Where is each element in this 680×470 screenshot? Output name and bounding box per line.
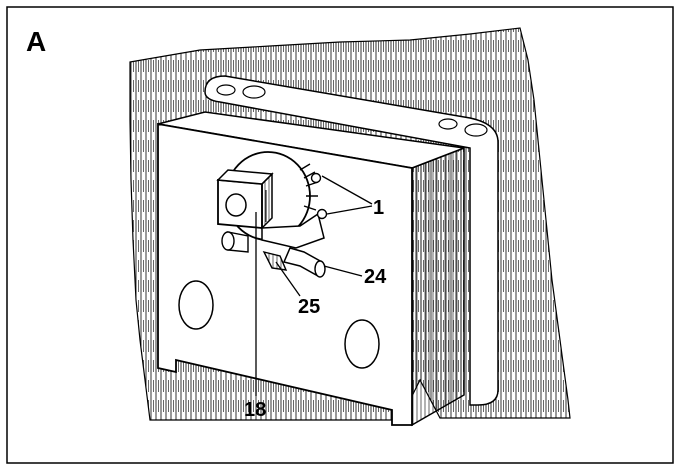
leader-1-lower [326, 205, 373, 215]
hose-end [314, 260, 326, 278]
rail-hole-4 [464, 123, 488, 137]
leader-25 [275, 261, 301, 297]
fan-fins [299, 163, 319, 211]
panel-label: A [26, 26, 47, 57]
screw-upper [310, 172, 322, 184]
callout-1: 1 [373, 197, 385, 219]
leader-1-upper [321, 175, 373, 205]
pipe-stub-end [221, 231, 235, 251]
callout-24: 24 [364, 266, 387, 288]
boiler-side [411, 146, 465, 427]
callout-25: 25 [298, 296, 321, 318]
front-port-left [178, 280, 214, 330]
front-port-right [344, 319, 380, 369]
rail-hole-3 [438, 118, 458, 130]
hose-clip [262, 250, 288, 271]
rail-hole-2 [242, 85, 266, 99]
screw-lower [316, 208, 328, 220]
mounting-rail [204, 75, 499, 406]
leader-24 [323, 265, 363, 277]
valve-knob [225, 193, 247, 217]
gas-valve-side [261, 172, 273, 230]
manifold [261, 212, 325, 249]
rail-hole-1 [216, 84, 236, 96]
callout-18: 18 [244, 399, 267, 421]
